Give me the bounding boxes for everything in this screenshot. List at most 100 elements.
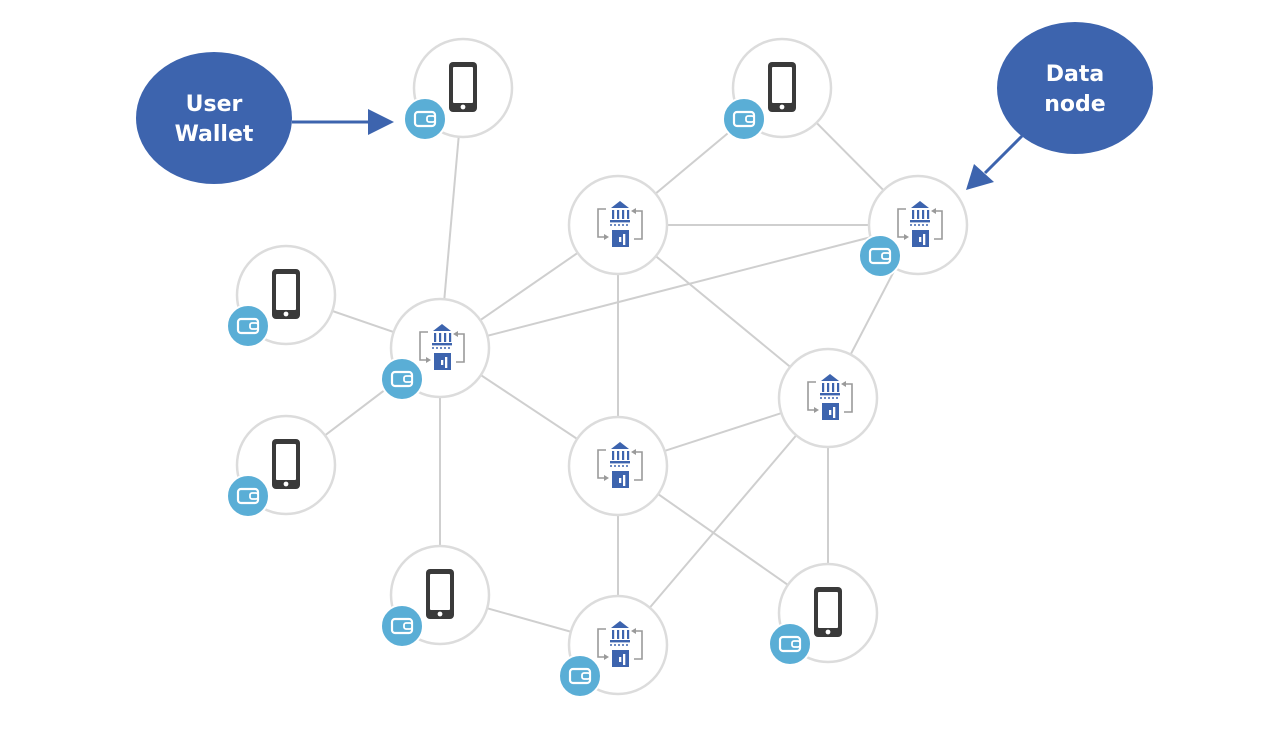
sync-arrow-left [897,208,906,238]
wallet-badge [380,357,424,401]
wallet-badge-circle [722,97,766,141]
bank-roof [433,324,451,331]
node-data-center [567,415,669,517]
bank-roof [611,621,629,628]
wallet-badge [768,622,812,666]
data-node-icon [419,324,465,370]
sync-arrowhead-right [453,331,458,337]
chart-bar-icon [445,357,448,368]
wallet-clasp-icon [881,252,891,260]
bank-column [612,210,615,219]
phone-screen [818,592,838,628]
wallet-clasp-icon [249,322,259,330]
sync-arrow-right [634,630,643,660]
node-data-left [380,297,491,401]
wallet-badge-circle [226,304,270,348]
node-phone-left-upper [226,244,337,348]
node-phone-top-right [722,37,833,141]
bank-column [627,451,630,460]
node-phone-top-left [403,37,514,141]
chart-bar-icon [833,407,836,418]
wallet-badge [226,474,270,518]
sync-arrowhead-left [604,654,609,660]
sync-arrow-left [597,208,606,238]
bank-base [910,220,930,223]
bank-column [617,451,620,460]
sync-arrow-right [844,383,853,413]
bank-base [432,343,452,346]
chart-bar-icon [619,657,622,662]
bank-column [439,333,442,342]
wallet-badge [558,654,602,698]
data-node-label-line1: Data [1046,62,1104,87]
phone-home-button [460,104,466,110]
chart-bar-icon [919,237,922,242]
phone-home-button [825,629,831,635]
sync-arrowhead-left [814,407,819,413]
data-node-arrowhead [966,164,994,190]
node-data-right-middle [777,347,879,449]
sync-arrow-left [597,628,606,658]
bank-column [612,451,615,460]
wallet-clasp-icon [745,115,755,123]
chart-bar-icon [623,475,626,486]
phone-screen [772,67,792,103]
chart-bar-icon [829,410,832,415]
phone-screen [276,274,296,310]
bank-base [820,393,840,396]
chart-bar-icon [923,234,926,245]
phone-home-button [283,311,289,317]
phone-home-button [283,481,289,487]
bank-base [610,640,630,643]
chart-bar-icon [619,237,622,242]
sync-arrow-left [597,449,606,479]
sync-arrowhead-left [604,475,609,481]
sync-arrowhead-right [631,208,636,214]
wallet-badge [722,97,766,141]
wallet-clasp-icon [581,672,591,680]
wallet-clasp-icon [403,375,413,383]
bank-column [612,630,615,639]
sync-arrowhead-right [631,449,636,455]
wallet-badge-circle [226,474,270,518]
bank-roof [611,442,629,449]
sync-arrow-right [634,210,643,240]
wallet-clasp-icon [403,622,413,630]
data-node-icon [597,621,643,667]
data-node-icon [597,201,643,247]
phone-screen [430,574,450,610]
data-node-icon [597,442,643,488]
bank-column [627,630,630,639]
sync-arrowhead-right [931,208,936,214]
wallet-badge-circle [380,357,424,401]
data-node-arrow-line [983,134,1024,175]
sync-arrowhead-right [841,381,846,387]
node-data-bottom [558,594,669,698]
chart-bar-icon [623,234,626,245]
wallet-badge-circle [558,654,602,698]
sync-arrow-left [807,381,816,411]
wallet-clasp-icon [426,115,436,123]
wallet-clasp-icon [249,492,259,500]
nodes-layer [226,37,969,698]
user-wallet-label-line1: User [186,92,243,117]
bank-roof [821,374,839,381]
bank-column [837,383,840,392]
wallet-badge-circle [768,622,812,666]
sync-arrow-right [456,333,465,363]
wallet-badge [403,97,447,141]
wallet-badge [226,304,270,348]
data-node-callout: Data node [966,22,1153,190]
user-wallet-callout: User Wallet [136,52,394,184]
chart-bar-icon [441,360,444,365]
bank-column [922,210,925,219]
edge-data-left-to-data-right [439,224,919,349]
bank-column [434,333,437,342]
bank-column [622,451,625,460]
sync-arrowhead-left [604,234,609,240]
data-node-label-line2: node [1044,92,1105,117]
user-wallet-label-line2: Wallet [175,122,254,147]
user-wallet-arrowhead [368,109,394,135]
bank-column [827,383,830,392]
bank-column [627,210,630,219]
